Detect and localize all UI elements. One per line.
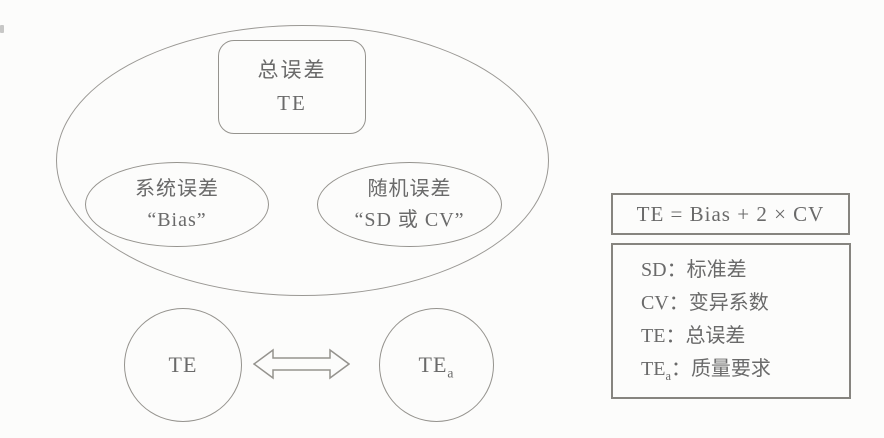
- te-circle-label: TE: [168, 352, 198, 377]
- total-error-node: 总误差 TE: [218, 40, 366, 134]
- legend-row-te: TE：总误差: [641, 325, 746, 347]
- random-error-label-abbr: “SD 或 CV”: [354, 208, 465, 231]
- tea-circle: TEa: [379, 308, 494, 422]
- total-error-label-abbr: TE: [277, 91, 307, 115]
- formula-box: TE = Bias + 2 × CV: [611, 193, 850, 235]
- legend-box: SD：标准差 CV：变异系数 TE：总误差 TEa：质量要求: [611, 243, 851, 399]
- tea-circle-label: TEa: [418, 352, 455, 381]
- systematic-error-label-cn: 系统误差: [135, 177, 219, 200]
- formula-text: TE = Bias + 2 × CV: [636, 201, 825, 226]
- random-error-label-cn: 随机误差: [367, 177, 452, 200]
- scan-artifact: [0, 25, 4, 33]
- legend-row-cv: CV：变异系数: [641, 292, 769, 314]
- systematic-error-label-abbr: “Bias”: [147, 208, 207, 231]
- legend-row-tea: TEa：质量要求: [641, 358, 771, 383]
- te-circle: TE: [124, 308, 242, 422]
- legend-row-sd: SD：标准差: [641, 259, 747, 281]
- random-error-node: 随机误差 “SD 或 CV”: [317, 162, 502, 247]
- systematic-error-node: 系统误差 “Bias”: [85, 162, 269, 247]
- double-arrow-icon: [252, 348, 351, 380]
- total-error-outer-ellipse: [56, 25, 549, 296]
- total-error-label-cn: 总误差: [257, 58, 327, 82]
